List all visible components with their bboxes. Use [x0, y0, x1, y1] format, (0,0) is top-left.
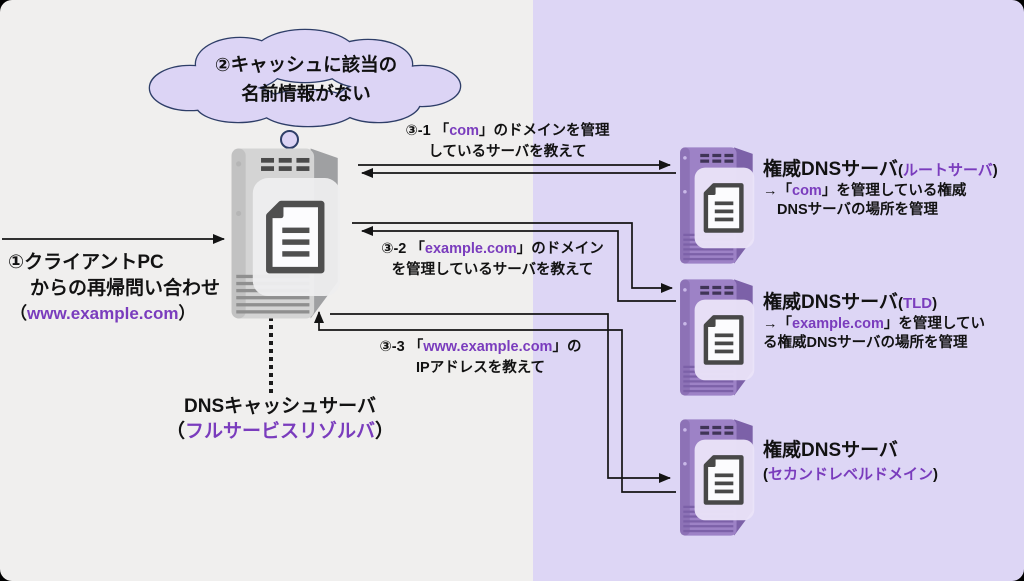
- vent-grid-icon: [261, 157, 310, 171]
- vent-grid-icon: [700, 285, 734, 295]
- vent-grid-icon: [700, 153, 734, 163]
- server-tower-icon: [680, 147, 755, 264]
- client-query-label: ①クライアントPC からの再帰問い合わせ （www.example.com）: [8, 250, 258, 326]
- sld-server-label: 権威DNSサーバ (セカンドレベルドメイン): [763, 440, 939, 483]
- tld-server-label: 権威DNSサーバ(TLD) →「example.com」を管理してい る権威DN…: [763, 292, 985, 351]
- thought-cloud-icon: [148, 28, 462, 128]
- cache-server-title: DNSキャッシュサーバ: [184, 396, 376, 417]
- client-domain: （www.example.com）: [10, 304, 196, 323]
- server-tower-icon: [680, 279, 755, 396]
- document-icon: [266, 200, 325, 274]
- client-line1: ①クライアントPC: [8, 252, 164, 273]
- query1-label: ③-1 「com」のドメインを管理 しているサーバを教えて: [405, 123, 610, 160]
- root-server-icon: [677, 145, 759, 266]
- sld-server-icon: [677, 417, 759, 538]
- document-icon: [703, 183, 744, 233]
- cache-miss-note: ②キャッシュに該当の 名前情報がない: [150, 50, 462, 108]
- vent-grid-icon: [700, 425, 734, 435]
- query2-label: ③-2 「example.com」のドメイン を管理しているサーバを教えて: [381, 241, 604, 278]
- cache-miss-line1: ②キャッシュに該当の: [214, 54, 398, 75]
- root-server-label: 権威DNSサーバ(ルートサーバ) →「com」を管理している権威 DNSサーバの…: [763, 159, 998, 218]
- cache-server-label: DNSキャッシュサーバ （フルサービスリゾルバ）: [130, 394, 430, 444]
- server-tower-icon: [680, 419, 755, 536]
- document-icon: [703, 455, 744, 505]
- document-icon: [703, 315, 744, 365]
- thought-bubble-circle: [280, 130, 299, 149]
- query3-label: ③-3 「www.example.com」の IPアドレスを教えて: [379, 339, 582, 376]
- dotted-connector: [269, 317, 273, 393]
- cache-server-subtitle: （フルサービスリゾルバ）: [165, 421, 395, 442]
- cache-miss-line2: 名前情報がない: [241, 83, 371, 104]
- server-tower-icon: [231, 148, 341, 319]
- tld-server-icon: [677, 277, 759, 398]
- client-line2: からの再帰問い合わせ: [30, 278, 221, 299]
- dns-cache-server-icon: [228, 145, 346, 322]
